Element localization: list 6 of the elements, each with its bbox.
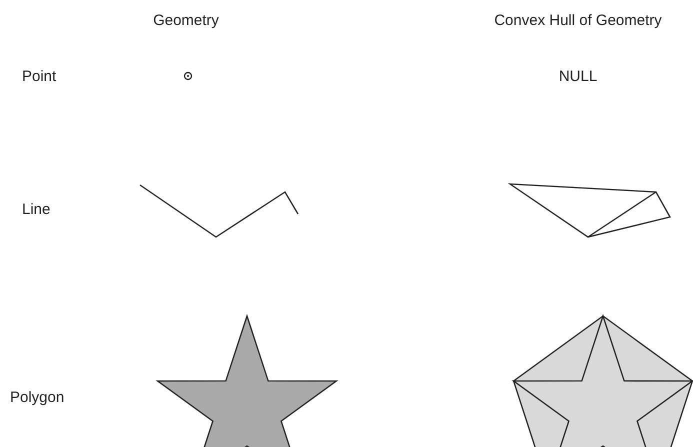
column-header: Geometry: [152, 12, 220, 30]
row-label: Polygon: [10, 389, 64, 407]
row-label: Point: [22, 68, 56, 86]
row-label: Line: [22, 201, 50, 219]
column-header: Convex Hull of Geometry: [493, 12, 663, 30]
null-result: NULL: [558, 68, 598, 86]
